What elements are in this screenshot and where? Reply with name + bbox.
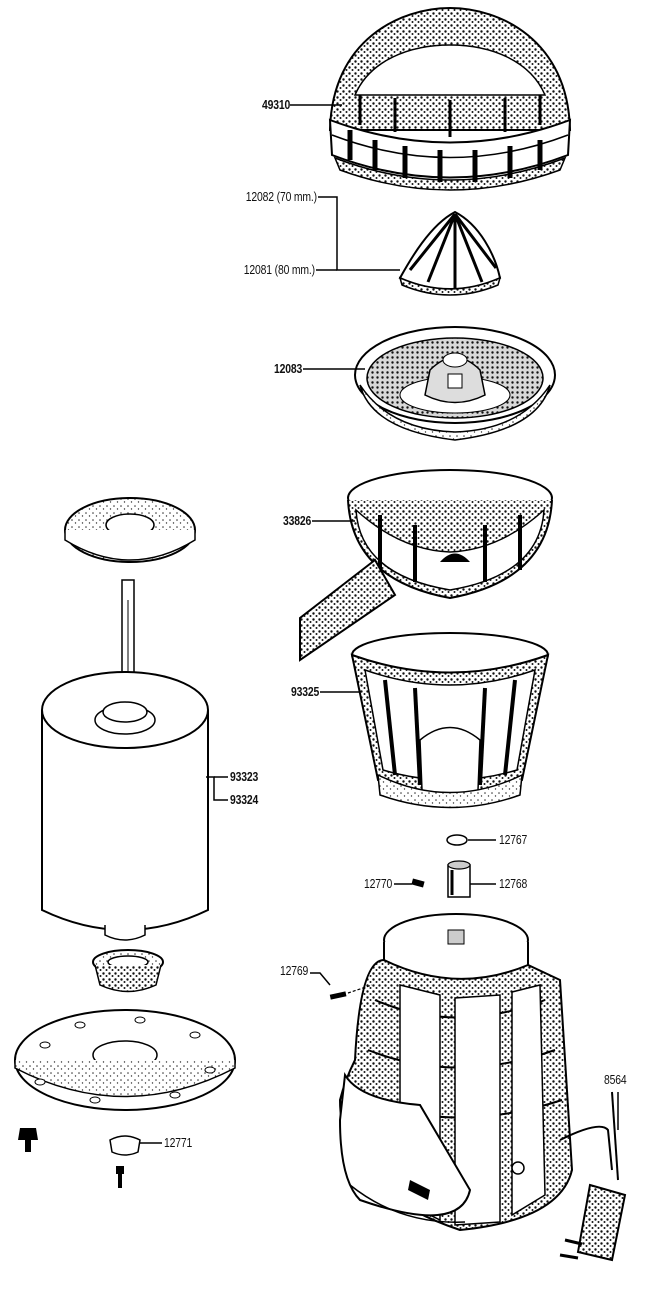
- leader-lines: [140, 104, 619, 1144]
- power-plug: [559, 1091, 627, 1262]
- part-label-power-cord: 8564: [604, 1072, 627, 1087]
- part-label-foot: 12771: [164, 1135, 193, 1150]
- part-label-lid: 49310: [261, 97, 290, 112]
- part-label-cone-small: 12082 (70 mm.): [245, 189, 317, 204]
- pulp-basket: [350, 632, 550, 809]
- motor-bushing: [92, 949, 164, 993]
- part-label-motor-a: 93323: [230, 769, 259, 784]
- motor: [41, 671, 209, 941]
- part-label-washer: 12767: [499, 832, 528, 847]
- part-label-coupler: 12768: [499, 876, 528, 891]
- part-label-juice-bowl: 33826: [282, 513, 311, 528]
- screw: [329, 984, 373, 1000]
- reamer-cone: [398, 210, 502, 296]
- foot-parts: [18, 1128, 141, 1188]
- part-label-screw: 12769: [279, 963, 308, 978]
- juice-bowl: [299, 469, 553, 662]
- part-label-motor-b: 93324: [230, 792, 259, 807]
- small-parts: [411, 834, 471, 898]
- motor-housing: [338, 913, 613, 1232]
- part-label-strainer: 12083: [273, 361, 302, 376]
- part-label-pulp-basket: 93325: [290, 684, 319, 699]
- strainer-bowl: [354, 326, 556, 441]
- part-label-pin: 12770: [363, 876, 392, 891]
- base-plate: [14, 1009, 236, 1111]
- part-label-cone-large: 12081 (80 mm.): [243, 262, 315, 277]
- top-flange: [64, 497, 196, 563]
- lid-dome: [328, 6, 572, 191]
